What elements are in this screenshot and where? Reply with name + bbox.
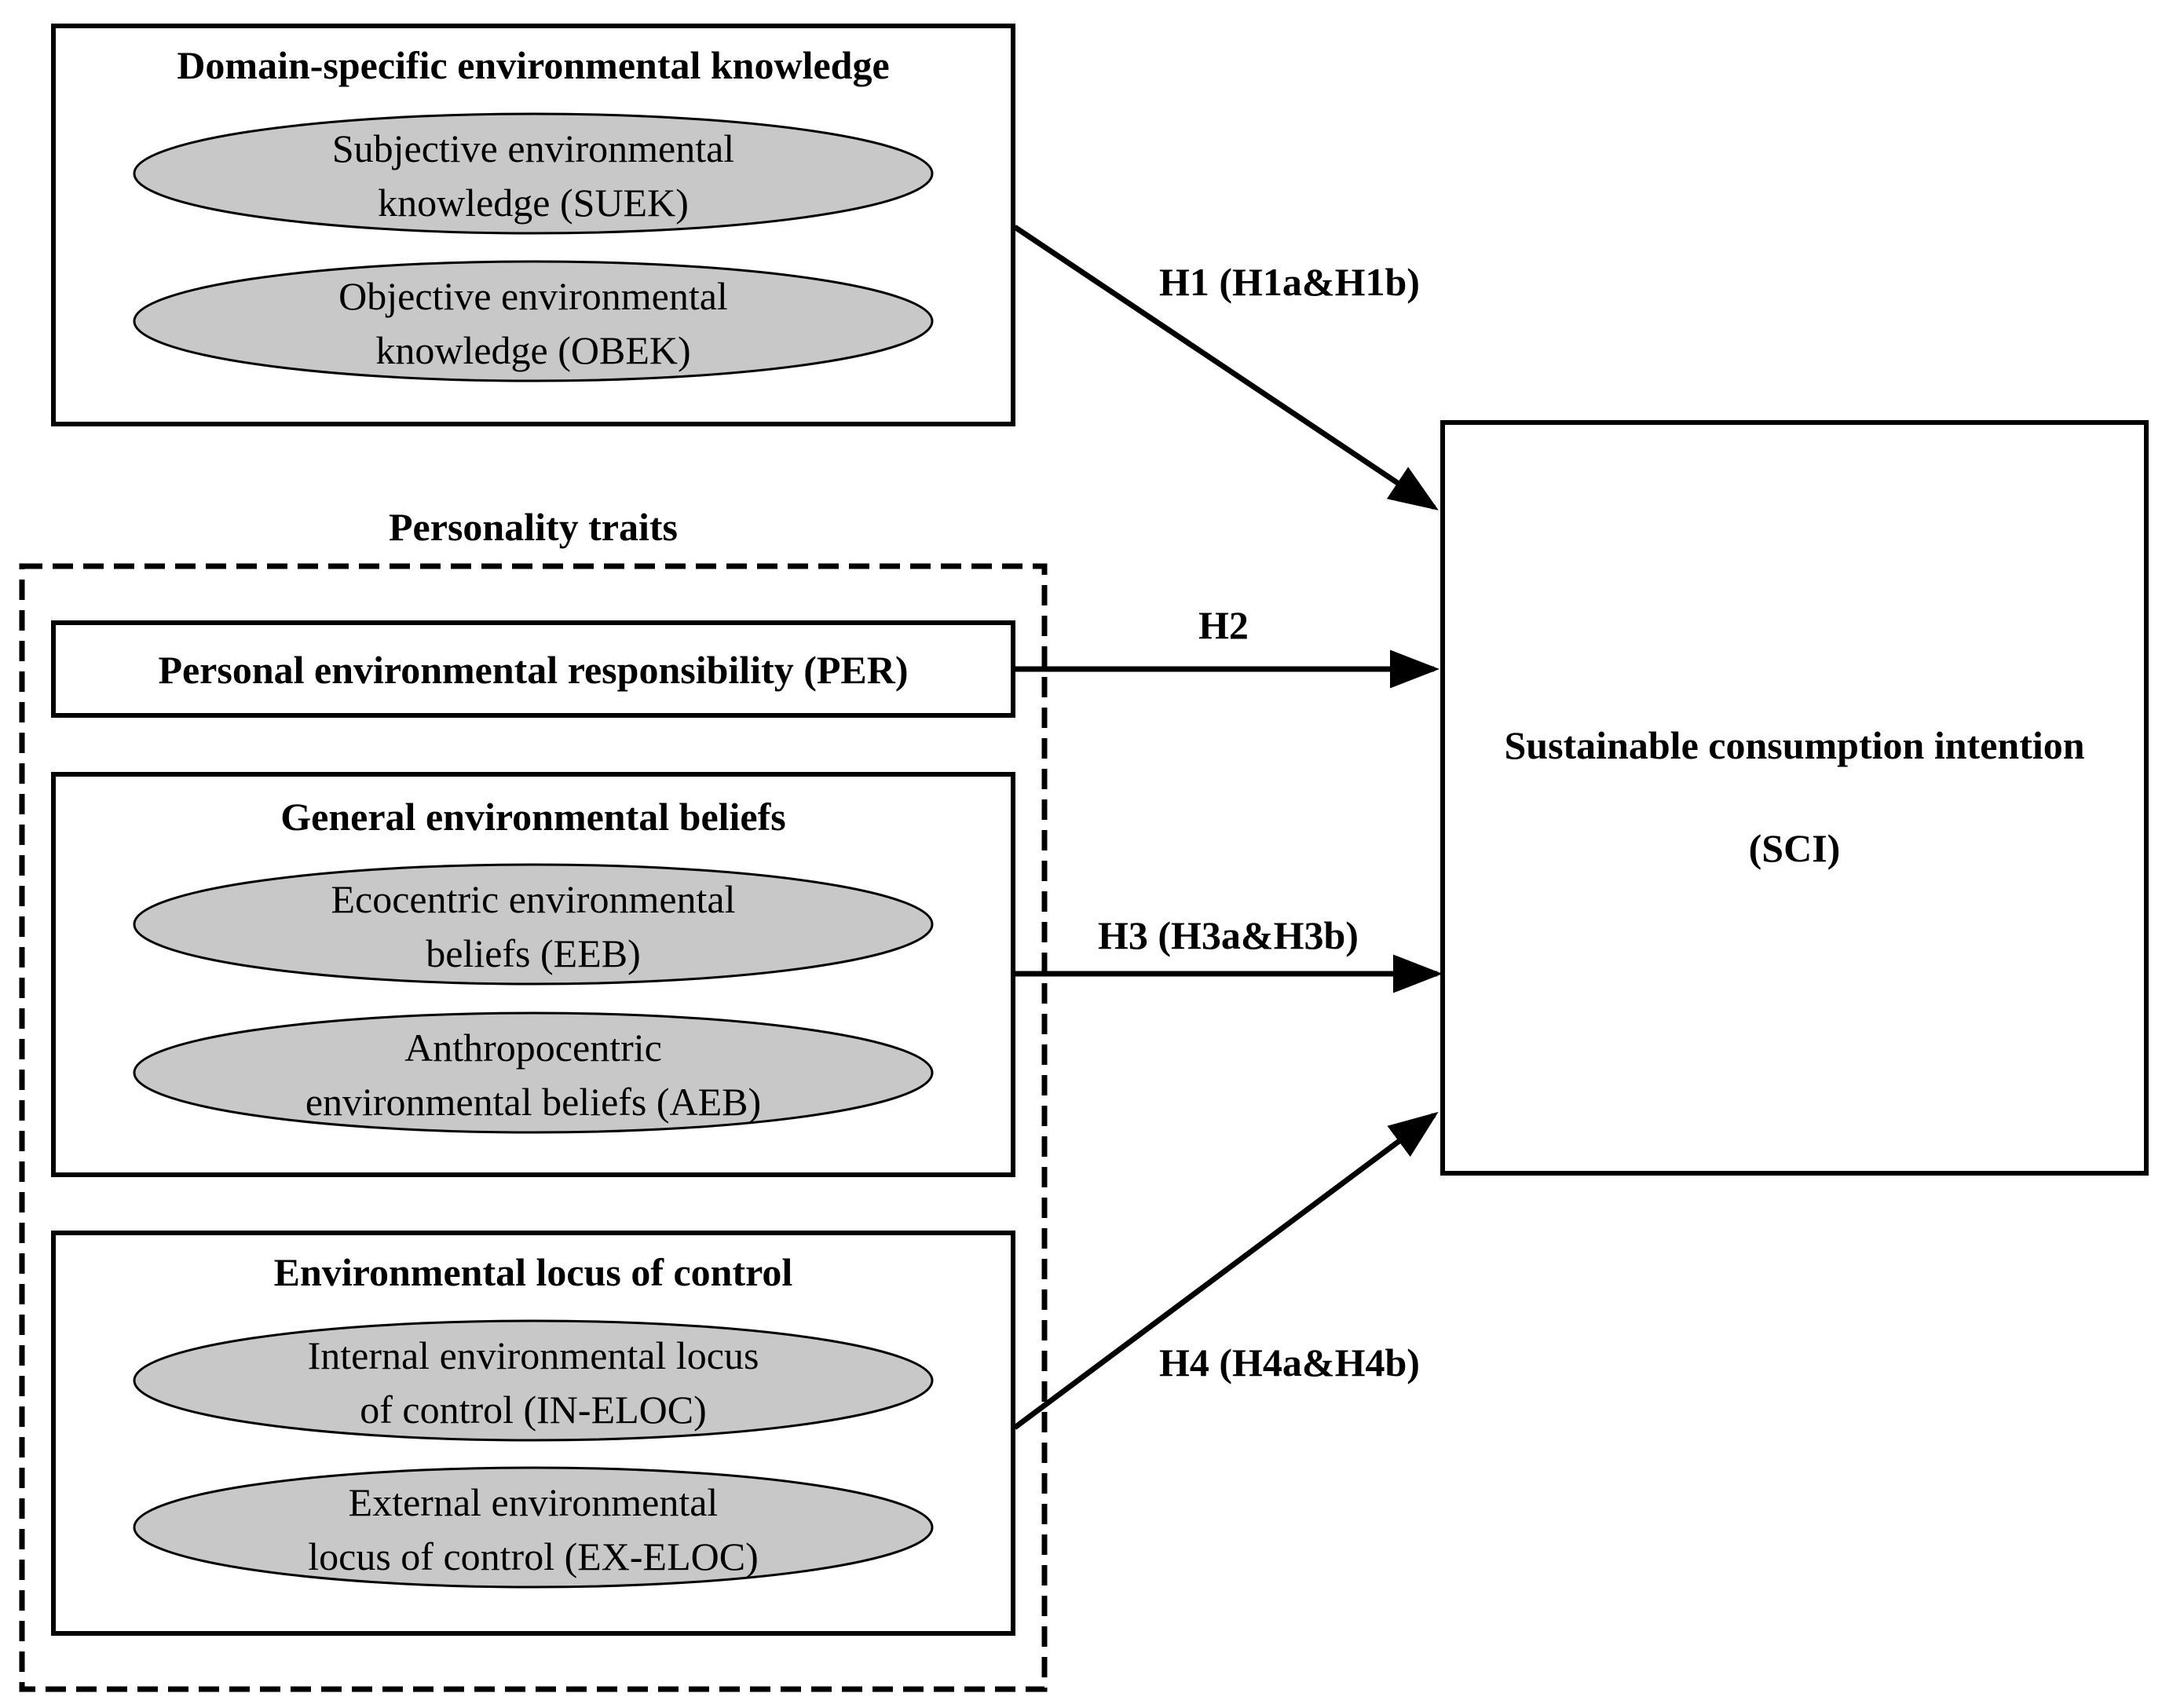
sci-box [1440, 420, 2149, 1176]
per-label: Personal environmental responsibility (P… [158, 648, 908, 692]
suek-label-line2: knowledge (SUEK) [378, 181, 689, 225]
hypothesis-h1-label: H1 (H1a&H1b) [1159, 260, 1420, 304]
arrow-h4 [1012, 1111, 1439, 1430]
hypothesis-h4-label: H4 (H4a&H4b) [1159, 1340, 1420, 1384]
personality-group: Personality traits Personal environmenta… [19, 505, 1048, 1692]
per-box [51, 620, 1015, 718]
sci-label-line1: Sustainable consumption intention [1504, 723, 2084, 767]
construct-obek: Objective environmental knowledge (OBEK) [133, 260, 934, 382]
locus-group-title: Environmental locus of control [274, 1250, 793, 1294]
aeb-oval [133, 1011, 934, 1134]
eeb-label-line2: beliefs (EEB) [426, 931, 641, 975]
construct-per: Personal environmental responsibility (P… [51, 620, 1015, 718]
arrow-h1 [1013, 225, 1439, 510]
sci-label-line2: (SCI) [1749, 826, 1841, 870]
hypothesis-arrows [1012, 225, 1443, 1430]
aeb-label-line1: Anthropocentric [404, 1026, 662, 1070]
construct-ex-eloc: External environmental locus of control … [133, 1466, 934, 1589]
obek-label-line1: Objective environmental [338, 274, 728, 318]
suek-oval [133, 112, 934, 235]
construct-aeb: Anthropocentric environmental beliefs (A… [133, 1011, 934, 1134]
ex-eloc-label-line2: locus of control (EX-ELOC) [308, 1534, 758, 1578]
obek-oval [133, 260, 934, 382]
personality-group-title: Personality traits [389, 505, 678, 549]
suek-label-line1: Subjective environmental [332, 126, 734, 170]
hypothesis-h3-label: H3 (H3a&H3b) [1098, 913, 1359, 957]
locus-group: Environmental locus of control Internal … [51, 1231, 1015, 1636]
knowledge-group: Domain-specific environmental knowledge … [51, 24, 1015, 426]
ex-eloc-label-line1: External environmental [349, 1480, 719, 1524]
construct-in-eloc: Internal environmental locus of control … [133, 1319, 934, 1442]
beliefs-group-title: General environmental beliefs [280, 795, 785, 839]
construct-suek: Subjective environmental knowledge (SUEK… [133, 112, 934, 235]
beliefs-group: General environmental beliefs Ecocentric… [51, 772, 1015, 1177]
knowledge-group-title: Domain-specific environmental knowledge [177, 43, 889, 87]
ex-eloc-oval [133, 1466, 934, 1589]
construct-eeb: Ecocentric environmental beliefs (EEB) [133, 863, 934, 986]
construct-sci: Sustainable consumption intention (SCI) [1440, 420, 2149, 1176]
in-eloc-label-line2: of control (IN-ELOC) [360, 1388, 707, 1432]
eeb-label-line1: Ecocentric environmental [331, 877, 735, 921]
in-eloc-oval [133, 1319, 934, 1442]
eeb-oval [133, 863, 934, 986]
aeb-label-line2: environmental beliefs (AEB) [305, 1080, 761, 1124]
obek-label-line2: knowledge (OBEK) [375, 328, 690, 372]
in-eloc-label-line1: Internal environmental locus [308, 1333, 759, 1377]
hypothesis-h2-label: H2 [1198, 603, 1249, 647]
